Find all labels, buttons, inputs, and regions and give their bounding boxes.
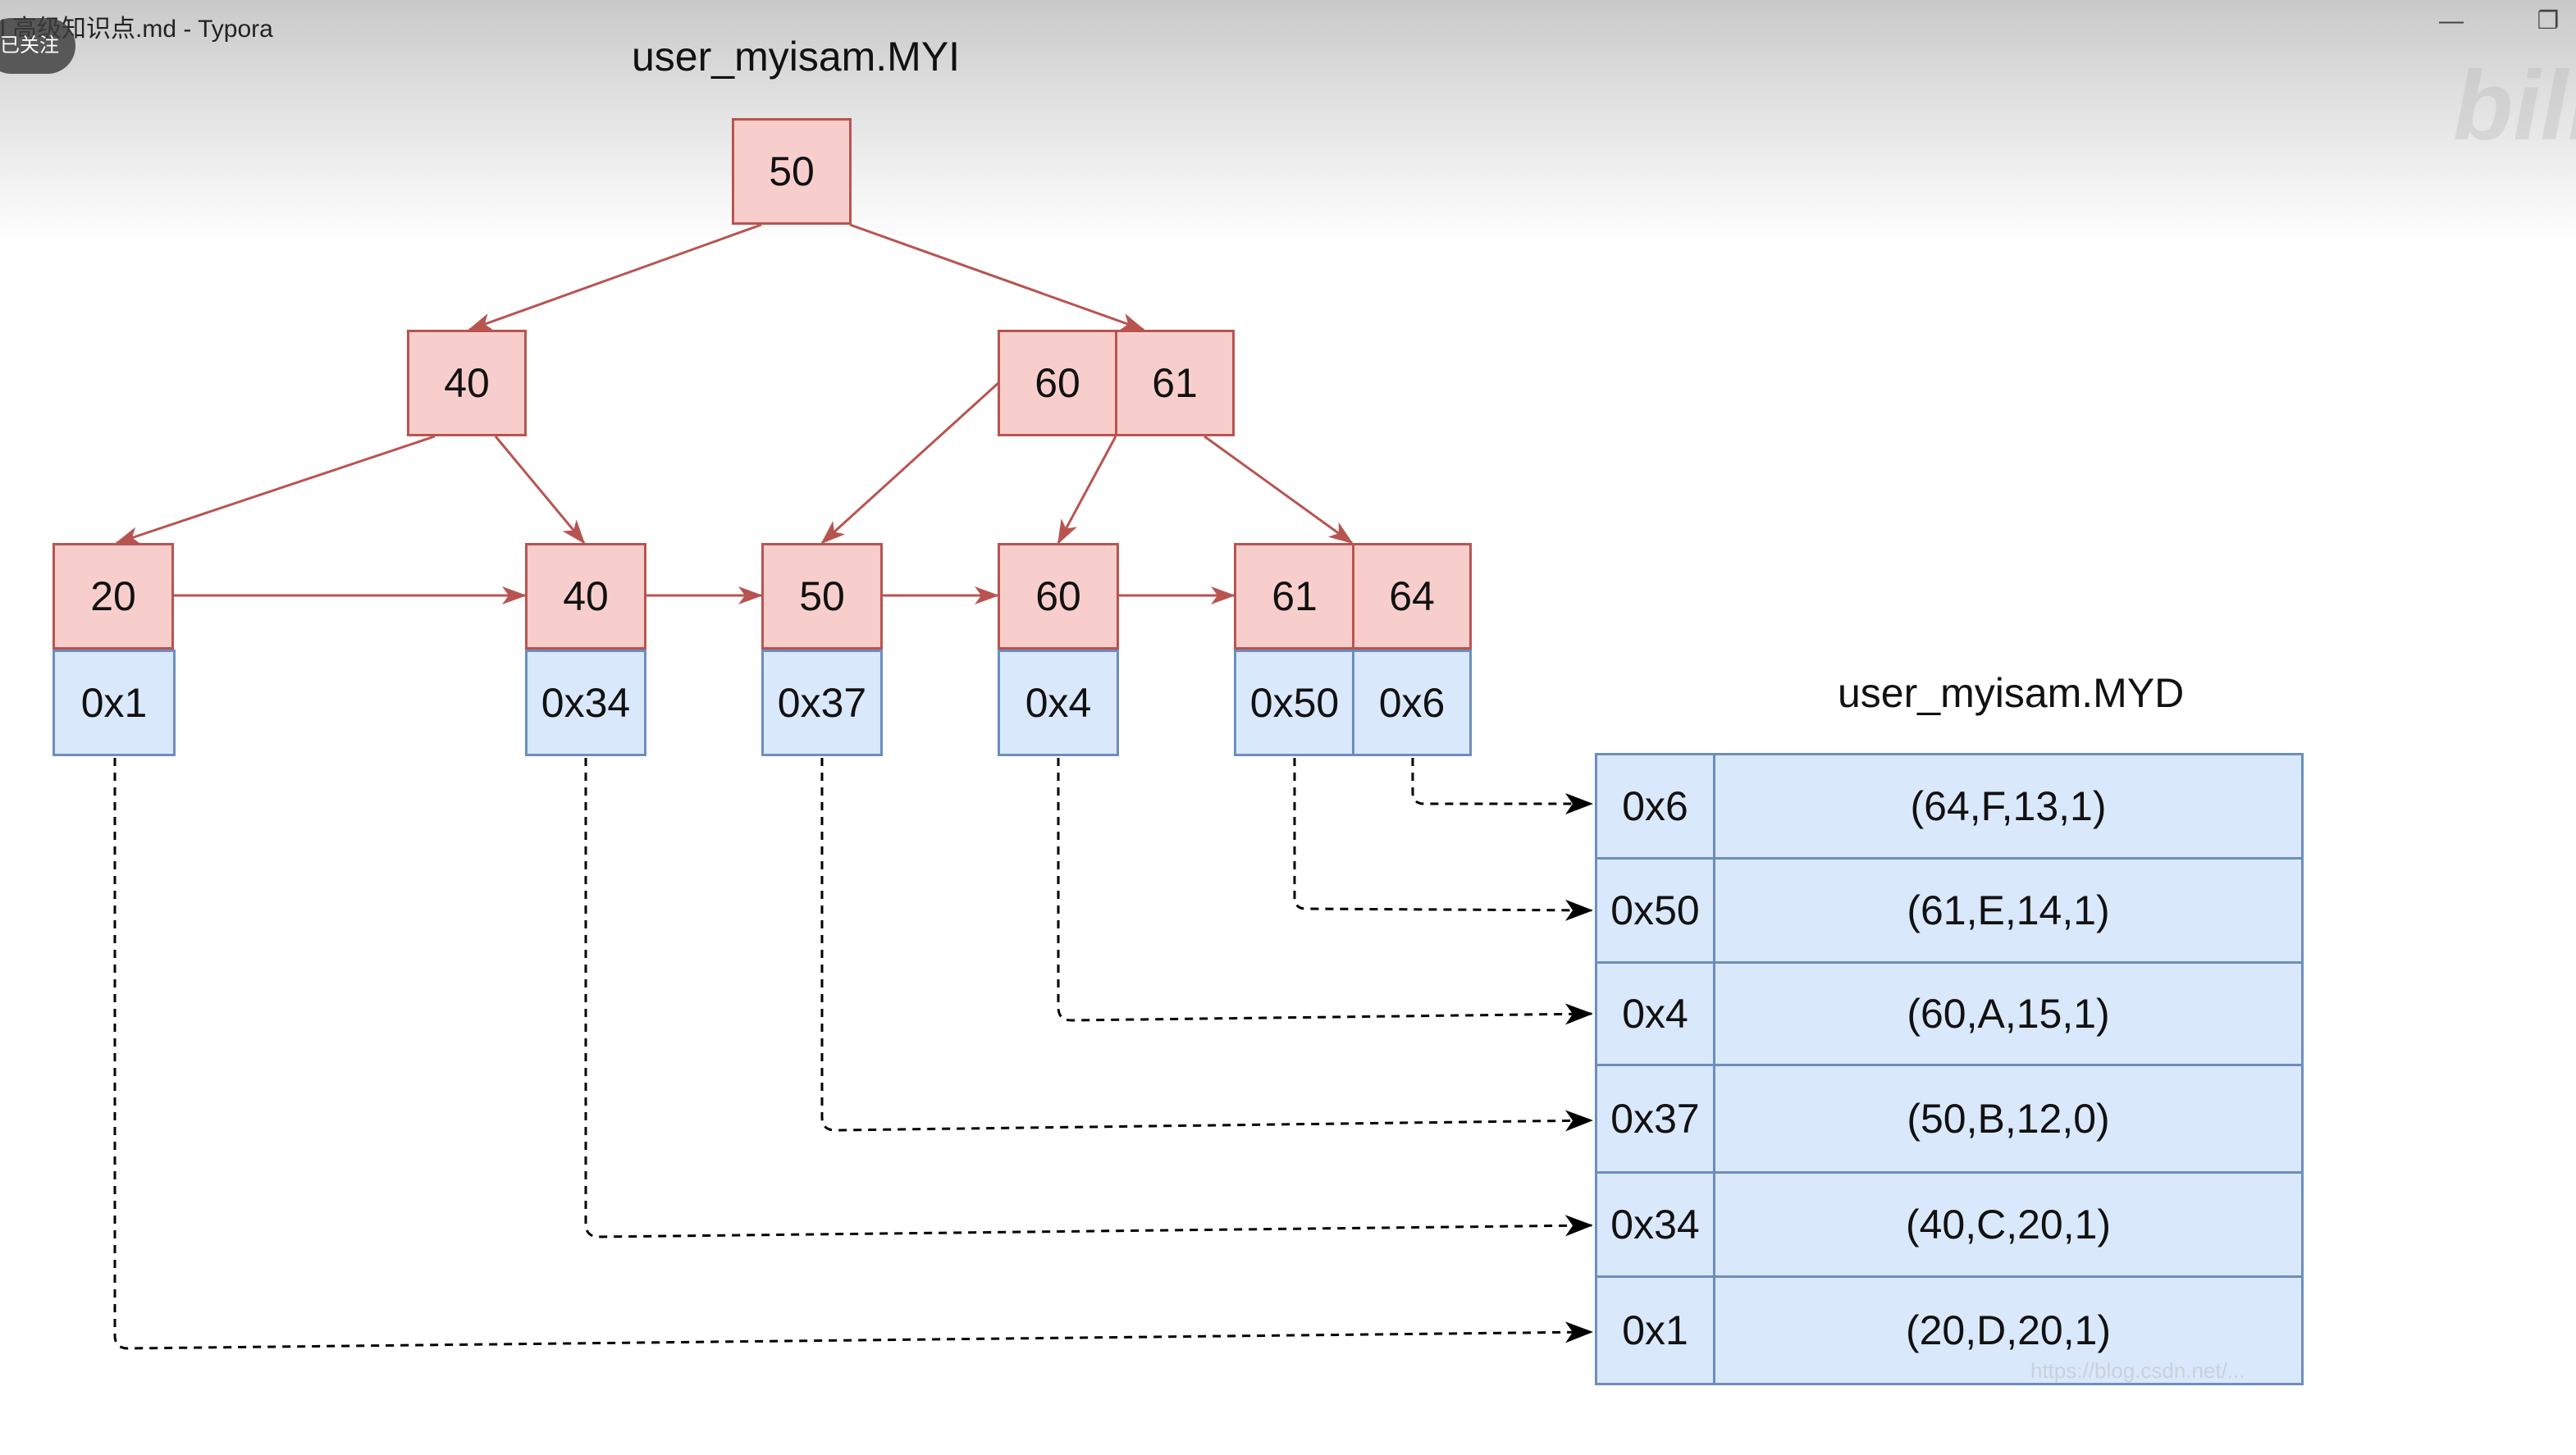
internal-node-40: 40 (407, 330, 527, 436)
internal-node-60: 60 (998, 330, 1117, 436)
leaf-pointer-0x50: 0x50 (1234, 650, 1355, 756)
leaf-pointer-0x37: 0x37 (761, 650, 883, 756)
leaf-key-64: 64 (1352, 543, 1472, 650)
leaf-key-20: 20 (53, 543, 174, 650)
myd-row: 0x6 (64,F,13,1) (1595, 753, 2304, 860)
root-node: 50 (732, 118, 852, 225)
myd-row: 0x37 (50,B,12,0) (1595, 1064, 2304, 1174)
edge-root-to-40 (468, 223, 762, 331)
leaf-key-50: 50 (761, 543, 883, 650)
myd-row: 0x1 (20,D,20,1) (1595, 1275, 2304, 1385)
pointer-0x6-to-row (1411, 758, 1593, 814)
myd-row-address: 0x37 (1597, 1066, 1715, 1171)
myd-row: 0x50 (61,E,14,1) (1595, 857, 2304, 964)
myd-row-address: 0x1 (1597, 1278, 1715, 1383)
edge-60-61-to-leaf-60 (1057, 436, 1117, 545)
window-title-bar (0, 0, 2576, 246)
leaf-key-60: 60 (998, 543, 1119, 650)
myd-row-address: 0x6 (1597, 755, 1715, 857)
leaf-pointer-0x6: 0x6 (1352, 650, 1472, 756)
restore-icon[interactable]: ❐ (2537, 7, 2560, 34)
myi-title: user_myisam.MYI (632, 34, 961, 80)
follow-badge[interactable]: 已关注 (0, 18, 75, 74)
myd-row-value: (40,C,20,1) (1905, 1202, 2112, 1247)
myd-title: user_myisam.MYD (1838, 670, 2185, 716)
leaf-key-61: 61 (1234, 543, 1355, 650)
edge-61-to-leaf-61-64 (1204, 435, 1354, 545)
edge-root-to-60-61 (849, 223, 1145, 331)
myd-row-value: (20,D,20,1) (1905, 1307, 2112, 1353)
leaf-key-40: 40 (525, 543, 646, 650)
myd-row-value: (60,A,15,1) (1907, 991, 2110, 1037)
myd-row-value: (50,B,12,0) (1907, 1096, 2110, 1142)
myd-row-address: 0x50 (1597, 860, 1715, 961)
myd-row-value: (64,F,13,1) (1910, 783, 2107, 829)
edge-60-to-leaf-50 (820, 381, 1001, 545)
myd-row: 0x4 (60,A,15,1) (1595, 961, 2304, 1066)
pointer-0x50-to-row (1293, 758, 1593, 921)
edge-40-to-leaf-40 (494, 436, 586, 545)
url-watermark: https://blog.csdn.net/... (2030, 1358, 2245, 1383)
myd-row-value: (61,E,14,1) (1907, 887, 2110, 933)
myd-row: 0x34 (40,C,20,1) (1595, 1171, 2304, 1278)
bilibili-logo-watermark: bili (2453, 51, 2576, 161)
myd-row-address: 0x4 (1597, 964, 1715, 1064)
pointer-0x37-to-row (820, 758, 1593, 1132)
pointer-0x1-to-row (113, 758, 1593, 1350)
leaf-pointer-0x34: 0x34 (525, 650, 646, 756)
edge-40-to-leaf-20 (115, 435, 436, 545)
myd-row-address: 0x34 (1597, 1174, 1715, 1275)
leaf-pointer-0x1: 0x1 (53, 650, 176, 756)
leaf-pointer-0x4: 0x4 (998, 650, 1119, 756)
internal-node-61: 61 (1115, 330, 1235, 436)
minimize-icon[interactable]: — (2439, 7, 2464, 34)
pointer-0x34-to-row (584, 758, 1593, 1238)
pointer-0x4-to-row (1057, 758, 1593, 1025)
